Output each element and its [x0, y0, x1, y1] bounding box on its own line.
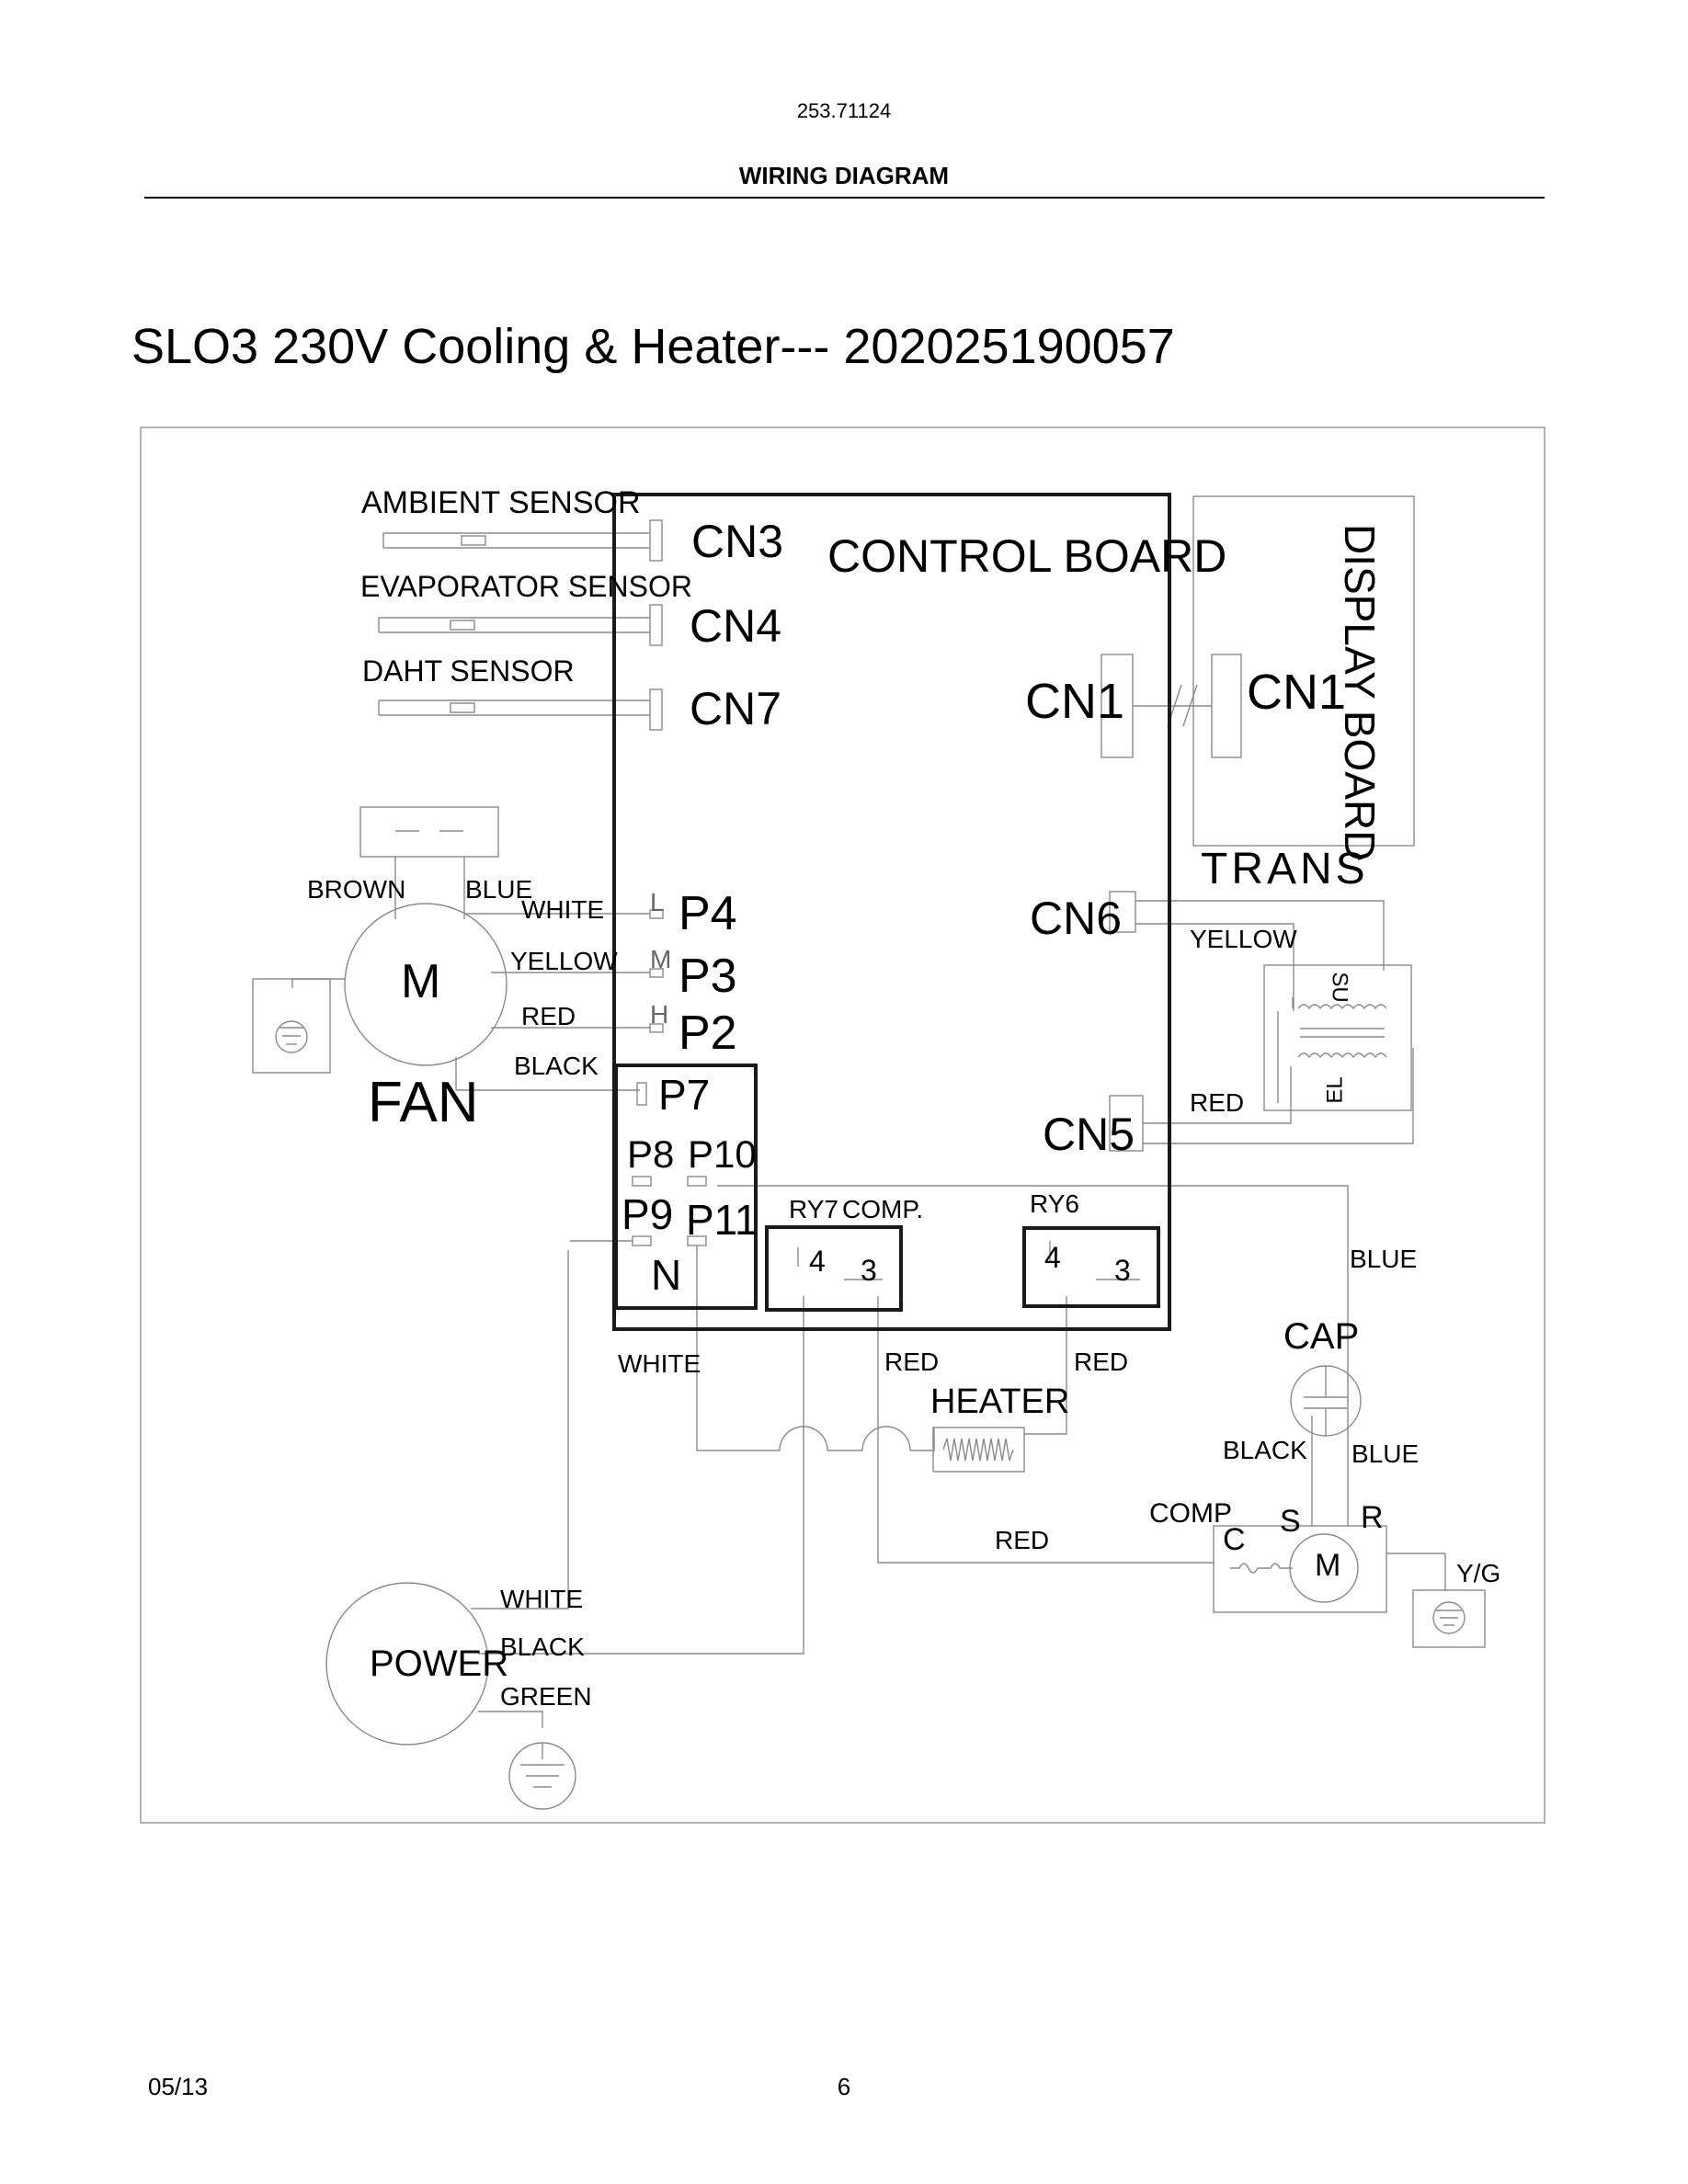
- white-wire-bottom-label: WHITE: [618, 1349, 701, 1378]
- footer-page-number: 6: [837, 2073, 851, 2100]
- trans-label: TRANS: [1201, 845, 1369, 893]
- comp-label: COMP: [1149, 1498, 1232, 1529]
- power-label: POWER: [370, 1644, 509, 1684]
- ambient-sensor-label: AMBIENT SENSOR: [361, 485, 641, 520]
- cap-black-wire-label: BLACK: [1223, 1436, 1307, 1464]
- control-board: [612, 493, 1171, 1331]
- comp-r-label: R: [1361, 1500, 1384, 1535]
- comp-ground-label: Y/G: [1456, 1559, 1501, 1587]
- fan-label: FAN: [368, 1071, 479, 1134]
- comp-s-label: S: [1280, 1504, 1301, 1539]
- trans-el-label: EL: [1322, 1076, 1348, 1104]
- ry6-label: RY6: [1030, 1189, 1079, 1218]
- fan-white-wire-label: WHITE: [521, 895, 605, 924]
- ry6-pin3-label: 3: [1114, 1254, 1131, 1287]
- header-divider: [144, 197, 1545, 199]
- p4-label: P4: [679, 887, 737, 940]
- ry7-pin4-label: 4: [809, 1245, 826, 1278]
- trans-su-label: SU: [1327, 972, 1352, 1003]
- p7-label: P7: [658, 1071, 711, 1119]
- p8-label: P8: [627, 1132, 675, 1176]
- p2-label: P2: [679, 1007, 737, 1060]
- cn5-red-wire-label: RED: [1190, 1088, 1245, 1117]
- cn4-label: CN4: [690, 600, 782, 652]
- display-cn1-label: CN1: [1247, 665, 1347, 720]
- fan-red-wire-label: RED: [521, 1002, 576, 1030]
- ry6-relay: [1022, 1226, 1160, 1308]
- n-label: N: [651, 1251, 682, 1299]
- power-green-wire-label: GREEN: [500, 1682, 592, 1711]
- p9-label: P9: [622, 1190, 674, 1238]
- red-wire-ry7-label: RED: [884, 1348, 940, 1376]
- cap-label: CAP: [1283, 1316, 1360, 1357]
- page-title: SLO3 230V Cooling & Heater--- 2020251900…: [131, 319, 1175, 374]
- fan-brown-wire-label: BROWN: [307, 875, 406, 904]
- fan-black-wire-label: BLACK: [514, 1052, 599, 1080]
- display-board-label: DISPLAY BOARD: [1336, 524, 1384, 861]
- ambient-sensor: [382, 519, 663, 562]
- p10-label: P10: [688, 1132, 757, 1176]
- control-cn1-label: CN1: [1025, 674, 1125, 729]
- ry6-pin4-label: 4: [1044, 1241, 1061, 1274]
- display-board: [1192, 495, 1415, 847]
- fan-motor-symbol: M: [401, 955, 441, 1008]
- power-black-wire-label: BLACK: [500, 1632, 585, 1661]
- transformer: [1263, 964, 1412, 1111]
- ry7-label: RY7: [789, 1195, 838, 1223]
- tap-l-label: L: [650, 888, 665, 916]
- cap-blue-wire-label: BLUE: [1352, 1439, 1420, 1468]
- power-white-wire-label: WHITE: [500, 1585, 584, 1613]
- capacitor: [1290, 1365, 1362, 1526]
- p11-label: P11: [686, 1196, 758, 1244]
- control-board-label: CONTROL BOARD: [827, 530, 1227, 582]
- p3-label: P3: [679, 950, 737, 1003]
- heater-element: [932, 1427, 1025, 1473]
- ry7-relay: [765, 1225, 903, 1312]
- cn6-connector: [1109, 891, 1136, 933]
- ry7-pin3-label: 3: [861, 1254, 877, 1287]
- red-wire-comp-label: RED: [995, 1526, 1050, 1554]
- evaporator-sensor-label: EVAPORATOR SENSOR: [360, 570, 692, 603]
- ry7-comp-label: COMP.: [842, 1195, 924, 1223]
- evaporator-sensor: [378, 604, 663, 646]
- tap-m-label: M: [650, 945, 672, 973]
- daht-sensor: [378, 688, 663, 731]
- cn3-label: CN3: [691, 516, 784, 567]
- fan-ground-icon: [252, 978, 331, 1074]
- fan-blue-wire-label: BLUE: [465, 875, 533, 904]
- tap-h-label: H: [650, 1000, 669, 1029]
- comp-c-label: C: [1223, 1522, 1246, 1557]
- power-ground-icon: [508, 1742, 576, 1810]
- section-title: WIRING DIAGRAM: [738, 162, 950, 189]
- compressor: [1213, 1525, 1446, 1613]
- comp-motor-symbol: M: [1315, 1548, 1341, 1583]
- power-source: [325, 1582, 543, 1746]
- model-number: 253.71124: [796, 99, 892, 122]
- heater-label: HEATER: [930, 1382, 1070, 1421]
- cn7-label: CN7: [690, 683, 782, 734]
- cn6-label: CN6: [1030, 893, 1123, 944]
- red-wire-ry6-label: RED: [1074, 1348, 1129, 1376]
- power-terminal-block: [614, 1064, 758, 1310]
- compressor-ground-icon: [1412, 1589, 1486, 1648]
- cn5-label: CN5: [1043, 1109, 1135, 1160]
- cn6-yellow-wire-label: YELLOW: [1190, 925, 1297, 953]
- fan-yellow-wire-label: YELLOW: [510, 947, 618, 975]
- blue-wire-right-label: BLUE: [1350, 1245, 1418, 1273]
- diagram-frame: [140, 427, 1545, 1824]
- daht-sensor-label: DAHT SENSOR: [362, 654, 575, 688]
- footer-date: 05/13: [148, 2073, 209, 2100]
